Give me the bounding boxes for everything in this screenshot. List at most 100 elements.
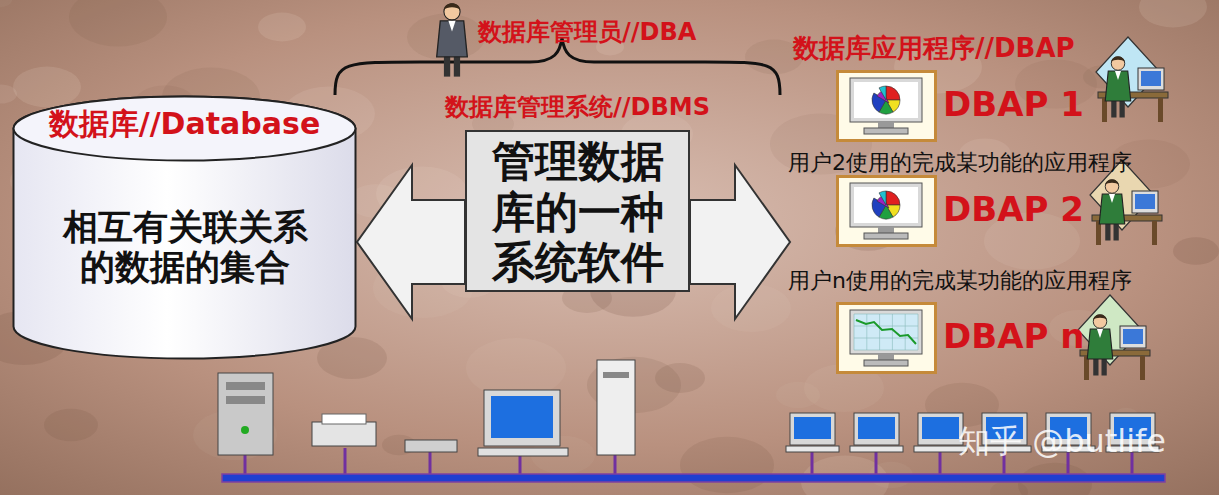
- printer: [322, 414, 366, 424]
- application-icon: [836, 302, 937, 374]
- client-computer: [850, 446, 903, 452]
- application-icon: [838, 72, 936, 141]
- database-cylinder: 数据库//Database 相互有关联关系的数据的集合: [12, 95, 357, 360]
- curly-brace: [335, 38, 780, 95]
- pie-chart: [886, 191, 900, 205]
- texture: [990, 481, 1028, 495]
- client-computer: [794, 417, 831, 439]
- pie-chart: [872, 86, 900, 114]
- pie-chart: [879, 86, 886, 100]
- user-at-desk: [1152, 221, 1157, 245]
- server-tower: [218, 373, 273, 455]
- network: [218, 360, 1165, 482]
- person-figure: [1087, 314, 1113, 375]
- application-icon: [864, 360, 908, 366]
- client-computer: [918, 413, 963, 445]
- application-icon: [836, 175, 937, 247]
- person-figure: [1105, 56, 1131, 117]
- node-title: DBAP 2: [943, 190, 1085, 229]
- user-at-desk: [1158, 98, 1163, 122]
- texture: [0, 0, 12, 7]
- person-figure: [444, 3, 460, 10]
- server-tower: [218, 373, 273, 455]
- texture: [407, 14, 485, 61]
- application-icon: [878, 227, 894, 233]
- line-chart: [854, 314, 855, 350]
- node-title: 数据库//Database: [12, 107, 357, 142]
- person-figure: [1111, 57, 1125, 71]
- texture: [466, 338, 566, 398]
- node-title: DBAP 1: [943, 85, 1085, 124]
- printer: [312, 414, 376, 446]
- block-arrow: [357, 165, 465, 319]
- texture: [44, 409, 98, 441]
- person-figure: [1115, 71, 1121, 80]
- user-at-desk: [1120, 326, 1146, 348]
- client-computer: [786, 446, 839, 452]
- application-icon: [850, 310, 922, 354]
- application-icon: [836, 70, 937, 142]
- texture: [1173, 237, 1219, 265]
- user-at-desk: [1096, 37, 1168, 122]
- application-box: DBAP 1: [790, 70, 1085, 142]
- client-computer: [790, 413, 835, 445]
- user-at-desk: [1141, 71, 1161, 86]
- line-chart: [854, 326, 918, 327]
- client-computer: [850, 413, 903, 452]
- group-heading: 数据库应用程序//DBAP: [793, 31, 1075, 66]
- person-figure: [1099, 179, 1125, 240]
- application-icon: [878, 354, 894, 360]
- person-figure: [1093, 314, 1107, 320]
- person-figure: [1105, 179, 1119, 185]
- pie-chart: [886, 86, 900, 100]
- person-figure: [444, 4, 460, 20]
- printer: [312, 422, 376, 446]
- application-box: DBAP n: [790, 302, 1085, 374]
- node-title: 数据库管理系统//DBMS: [425, 94, 730, 122]
- user-at-desk: [1135, 194, 1155, 209]
- server-tower: [226, 396, 265, 404]
- pie-chart: [879, 191, 886, 205]
- client-computer: [858, 417, 895, 439]
- person-figure: [1087, 329, 1113, 359]
- dbms-box: 数据库管理系统//DBMS管理数据库的一种系统软件: [465, 130, 690, 292]
- node-body: 管理数据库的一种系统软件: [479, 136, 676, 288]
- person-figure: [437, 21, 468, 57]
- texture: [776, 382, 820, 408]
- application-icon: [864, 233, 908, 239]
- desktop-computer: [484, 390, 560, 446]
- person-figure: [1099, 194, 1125, 224]
- user-at-desk: [1084, 356, 1089, 380]
- application-icon: [838, 177, 936, 246]
- person-figure: [437, 3, 468, 76]
- desktop-computer: [597, 360, 635, 455]
- client-computer: [922, 417, 959, 439]
- line-chart: [854, 350, 918, 351]
- user-note: 用户2使用的完成某功能的应用程序: [788, 148, 1132, 178]
- node-body: 相互有关联关系的数据的集合: [54, 207, 316, 288]
- user-note: 用户n使用的完成某功能的应用程序: [788, 266, 1132, 296]
- application-icon: [878, 122, 894, 128]
- server-tower: [226, 382, 265, 390]
- application-icon: [854, 187, 918, 223]
- line-chart: [856, 320, 916, 344]
- person-figure: [1105, 71, 1131, 101]
- texture: [1139, 0, 1207, 27]
- line-chart: [866, 314, 867, 350]
- node-outline: [466, 131, 689, 291]
- line-chart: [879, 314, 880, 350]
- application-icon: [850, 78, 922, 122]
- person-figure: [1111, 56, 1125, 62]
- client-computer: [786, 413, 839, 452]
- desktop-computer: [603, 372, 629, 378]
- line-chart: [854, 314, 918, 350]
- user-at-desk: [1123, 329, 1143, 344]
- server-tower: [241, 426, 249, 434]
- texture: [258, 13, 306, 42]
- application-icon: [864, 128, 908, 134]
- user-at-desk: [1132, 191, 1158, 213]
- user-at-desk: [1138, 68, 1164, 90]
